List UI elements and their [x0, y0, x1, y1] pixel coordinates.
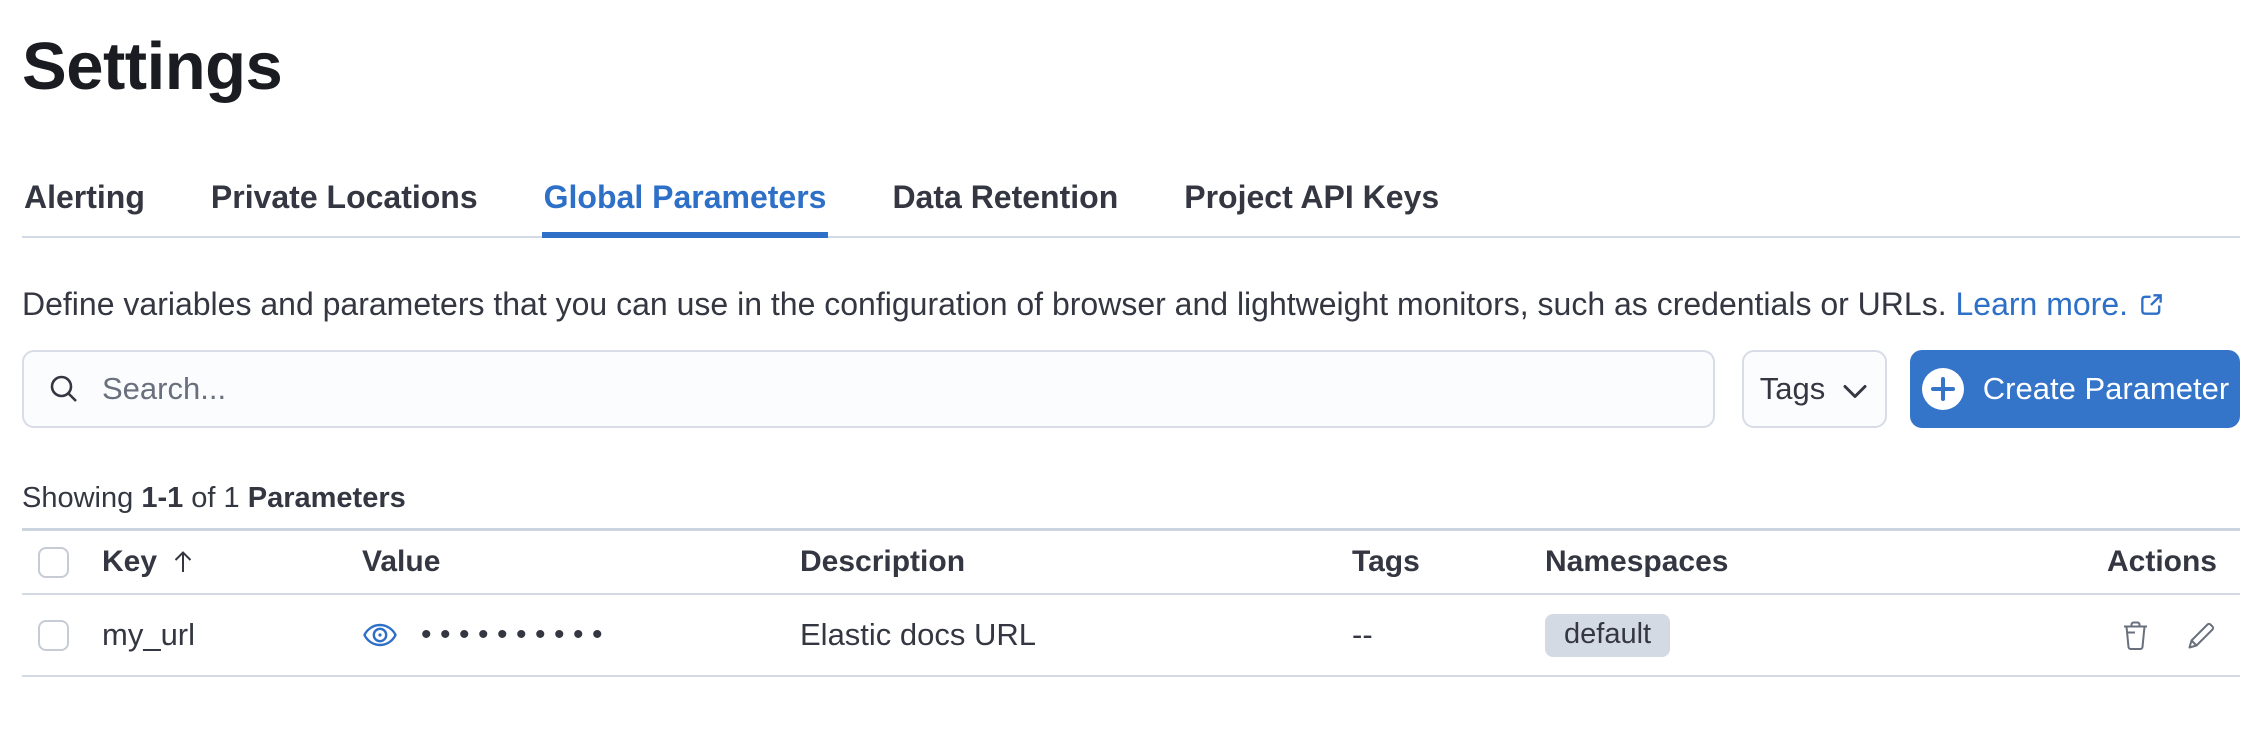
tab-global-parameters[interactable]: Global Parameters: [541, 178, 829, 238]
row-checkbox-cell: [22, 619, 86, 651]
row-tags-cell: --: [1336, 617, 1529, 653]
row-value-cell: ••••••••••: [346, 618, 784, 652]
row-namespaces-cell: default: [1529, 613, 1929, 657]
header-tags: Tags: [1352, 545, 1420, 578]
summary-of: of 1: [191, 482, 240, 514]
pencil-icon[interactable]: [2186, 620, 2217, 651]
plus-in-circle-icon: [1921, 367, 1965, 411]
results-summary: Showing 1-1 of 1 Parameters: [22, 482, 2240, 515]
external-link-icon: [2138, 283, 2165, 315]
page-description: Define variables and parameters that you…: [22, 280, 2226, 328]
tab-project-api-keys[interactable]: Project API Keys: [1182, 178, 1441, 238]
header-checkbox-cell: [22, 546, 86, 578]
header-actions: Actions: [2106, 545, 2217, 578]
tab-alerting[interactable]: Alerting: [22, 178, 147, 238]
parameter-key: my_url: [102, 617, 196, 652]
search-field: [22, 350, 1715, 428]
tags-filter-button[interactable]: Tags: [1742, 350, 1887, 428]
tags-filter-label: Tags: [1759, 371, 1826, 406]
search-input[interactable]: [22, 350, 1715, 428]
select-row-checkbox[interactable]: [38, 619, 69, 651]
row-actions-cell: [1929, 620, 2240, 651]
tab-data-retention[interactable]: Data Retention: [890, 178, 1120, 238]
chevron-down-icon: [1841, 377, 1869, 405]
header-value: Value: [362, 545, 441, 578]
settings-page: Settings Alerting Private Locations Glob…: [0, 32, 2262, 677]
namespace-badge: default: [1545, 613, 1671, 657]
learn-more-link[interactable]: Learn more.: [1955, 286, 2128, 322]
eye-icon[interactable]: [362, 620, 398, 650]
select-all-checkbox[interactable]: [38, 546, 69, 578]
parameter-description: Elastic docs URL: [800, 617, 1037, 652]
table-row: my_url •••••••••• Elastic docs URL -- de…: [22, 595, 2240, 677]
header-key[interactable]: Key: [86, 545, 346, 579]
header-description: Description: [800, 545, 966, 578]
parameter-value-masked: ••••••••••: [421, 618, 612, 651]
summary-range: 1-1: [141, 482, 184, 514]
summary-showing: Showing: [22, 482, 134, 514]
create-parameter-label: Create Parameter: [1982, 371, 2230, 406]
table-header-row: Key Value Description Tags Namespaces Ac…: [22, 531, 2240, 595]
summary-entity: Parameters: [247, 482, 406, 514]
page-title: Settings: [22, 29, 283, 104]
trash-icon[interactable]: [2120, 620, 2151, 651]
row-key-cell: my_url: [86, 617, 346, 653]
tab-private-locations[interactable]: Private Locations: [209, 178, 480, 238]
sort-ascending-arrow-icon: [170, 549, 196, 575]
parameters-toolbar: Tags Create Parameter: [22, 350, 2240, 428]
create-parameter-button[interactable]: Create Parameter: [1910, 350, 2240, 428]
parameter-tags: --: [1352, 617, 1373, 652]
tab-bar: Alerting Private Locations Global Parame…: [22, 178, 2240, 238]
description-text: Define variables and parameters that you…: [22, 286, 1947, 322]
parameters-table: Key Value Description Tags Namespaces Ac…: [22, 528, 2240, 677]
row-description-cell: Elastic docs URL: [784, 617, 1336, 653]
header-namespaces: Namespaces: [1545, 545, 1729, 578]
